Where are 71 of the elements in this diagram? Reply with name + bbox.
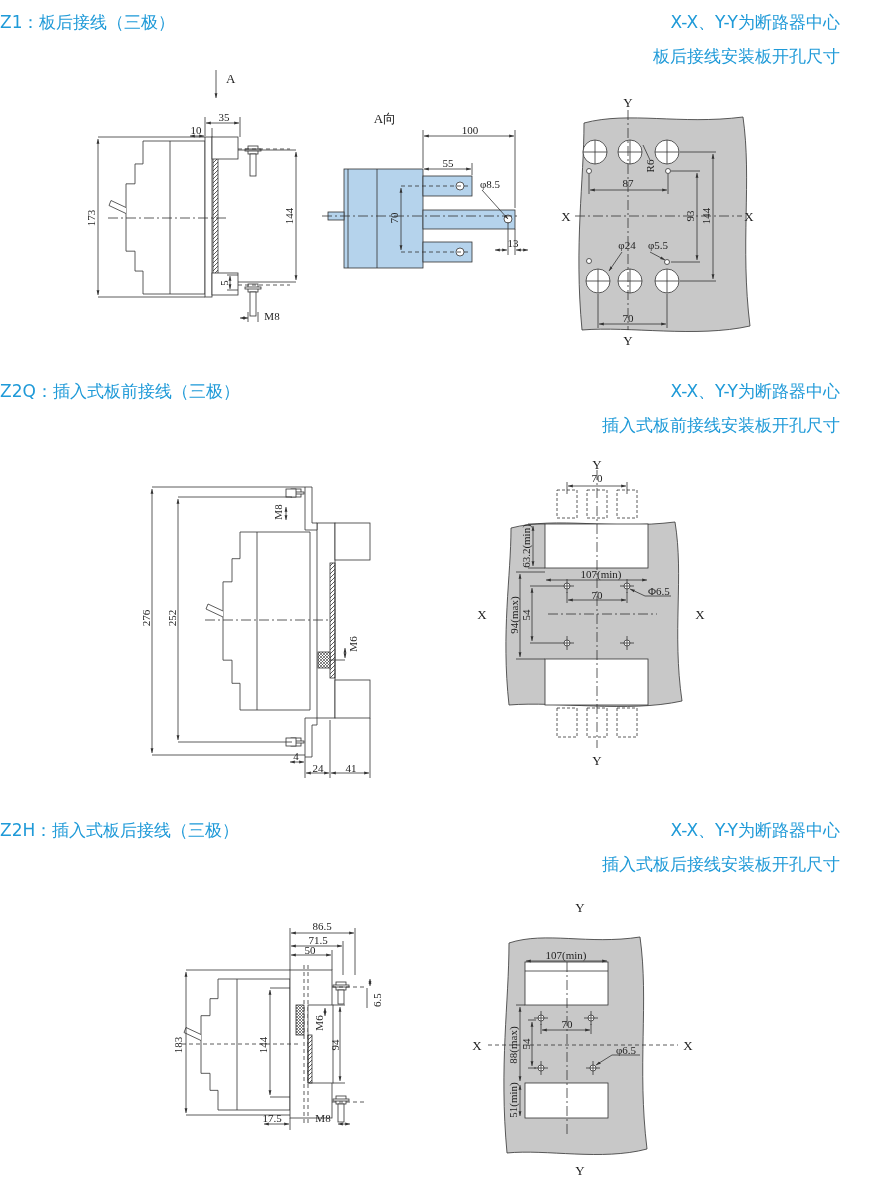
- dimension-label: 144: [257, 1036, 269, 1054]
- section-heading: Z2Q：插入式板前接线（三极）: [0, 382, 240, 400]
- axis-label: Y: [623, 95, 633, 109]
- axis-label: X: [695, 607, 705, 621]
- dimension-label: 54: [520, 609, 532, 621]
- section-heading: Z1：板后接线（三极）: [0, 13, 176, 31]
- dimension-label: 94(max): [508, 596, 520, 634]
- dimension-label: 87: [622, 177, 634, 189]
- axis-label: X: [477, 607, 487, 621]
- dimension-label: 24: [312, 762, 324, 774]
- dimension-label: 41: [345, 762, 357, 774]
- dimension-label: M8: [264, 310, 280, 322]
- dimension-label: φ6.5: [615, 1044, 637, 1056]
- dimension-label: φ8.5: [480, 178, 501, 190]
- dimension-label: 35: [218, 111, 230, 123]
- dimension-label: M8: [272, 504, 284, 520]
- dimension-label: 144: [283, 207, 295, 225]
- note-text: X-X、Y-Y为断路器中心: [670, 382, 840, 400]
- axis-label: Y: [575, 1163, 585, 1177]
- axis-label: X: [683, 1038, 693, 1052]
- axis-label: Y: [623, 333, 633, 347]
- dimension-label: R6: [644, 159, 656, 173]
- dimension-label: 71.5: [308, 934, 328, 946]
- dimension-label: 100: [461, 124, 479, 136]
- dimension-label: M6: [313, 1015, 325, 1031]
- dimension-label: 107(min): [545, 949, 587, 961]
- axis-label: Y: [592, 753, 602, 767]
- dimension-label: 54: [520, 1038, 532, 1050]
- dimension-label: 70: [622, 312, 634, 324]
- dimension-label: M6: [347, 636, 359, 652]
- axis-label: X: [561, 209, 571, 223]
- dimension-label: 17.5: [262, 1112, 282, 1124]
- dimension-label: 252: [166, 609, 178, 627]
- dimension-label: 4: [293, 750, 299, 762]
- axis-label: X: [744, 209, 754, 223]
- dimension-label: M8: [315, 1112, 331, 1124]
- dimension-label: 70: [561, 1018, 573, 1030]
- axis-label: A: [226, 71, 236, 85]
- dimension-label: 93: [684, 210, 696, 222]
- axis-label: Y: [575, 900, 585, 914]
- dimension-label: 55: [442, 157, 454, 169]
- dimension-label: 107(min): [580, 568, 622, 580]
- axis-label: A向: [373, 111, 397, 125]
- dimension-label: Φ6.5: [648, 585, 670, 597]
- dimension-label: 86.5: [312, 920, 332, 932]
- note-text: 插入式板后接线安装板开孔尺寸: [602, 855, 840, 873]
- dimension-label: 5: [218, 280, 230, 286]
- note-text: X-X、Y-Y为断路器中心: [670, 13, 840, 31]
- dimension-label: 173: [85, 209, 97, 227]
- note-text: 插入式板前接线安装板开孔尺寸: [602, 416, 840, 434]
- dimension-label: 10: [190, 124, 202, 136]
- dimension-label: 276: [140, 609, 152, 627]
- dimension-label: 144: [700, 207, 712, 225]
- note-text: X-X、Y-Y为断路器中心: [670, 821, 840, 839]
- dimension-label: 51(min): [507, 1082, 519, 1118]
- dimension-label: 70: [591, 589, 603, 601]
- dimension-label: 94: [329, 1039, 341, 1051]
- note-text: 板后接线安装板开孔尺寸: [653, 47, 840, 65]
- dimension-label: 50: [304, 944, 316, 956]
- dimension-label: φ24: [618, 239, 636, 251]
- dimension-label: 63.2(min): [520, 524, 532, 568]
- dimension-label: 88(max): [507, 1026, 519, 1064]
- dimension-label: 13: [507, 237, 519, 249]
- section-heading: Z2H：插入式板后接线（三极）: [0, 821, 240, 839]
- dimension-label: 6.5: [371, 993, 383, 1007]
- dimension-label: φ5.5: [647, 239, 669, 251]
- dimension-label: 70: [591, 472, 603, 484]
- dimension-label: 183: [172, 1036, 184, 1054]
- axis-label: X: [472, 1038, 482, 1052]
- axis-label: Y: [592, 457, 602, 471]
- dimension-label: 70: [388, 212, 400, 224]
